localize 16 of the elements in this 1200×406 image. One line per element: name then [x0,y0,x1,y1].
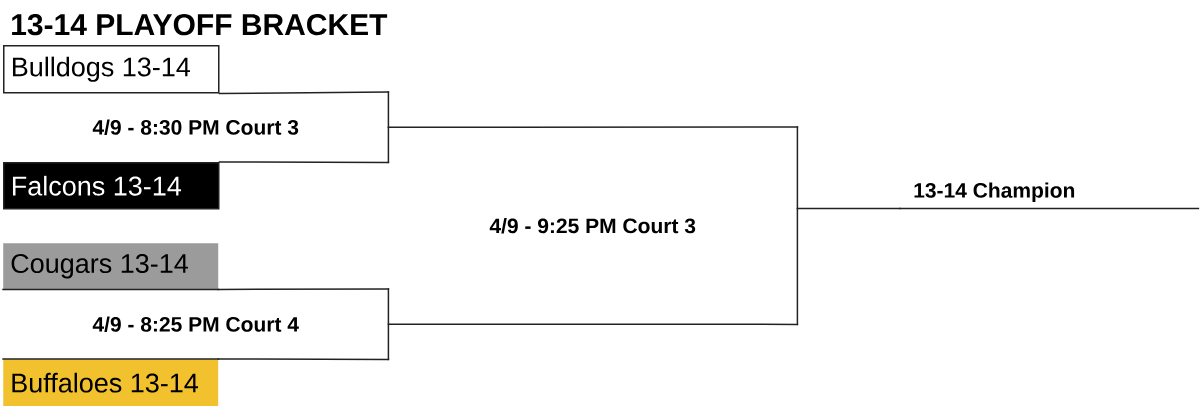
bracket-line [218,161,390,164]
title: 13-14 PLAYOFF BRACKET [12,14,388,36]
champion-slot: 13-14 Champion [899,182,1200,210]
match-bracket: 4/9 - 8:30 PM Court 3 [92,91,390,164]
match-bracket: 4/9 - 9:25 PM Court 3 [489,126,799,326]
bracket-line [796,207,901,210]
team-box: Falcons 13-14 [3,162,220,210]
team-box: Cougars 13-14 [2,243,220,291]
bracket-line [217,358,390,361]
team-box: Bulldogs 13-14 [3,45,220,94]
bracket-line [387,126,799,128]
bracket-line [387,323,799,326]
team-box: Buffaloes 13-14 [2,358,220,406]
bracket-line [217,288,390,291]
match-bracket: 4/9 - 8:25 PM Court 4 [92,288,390,361]
bracket-line [218,91,390,95]
